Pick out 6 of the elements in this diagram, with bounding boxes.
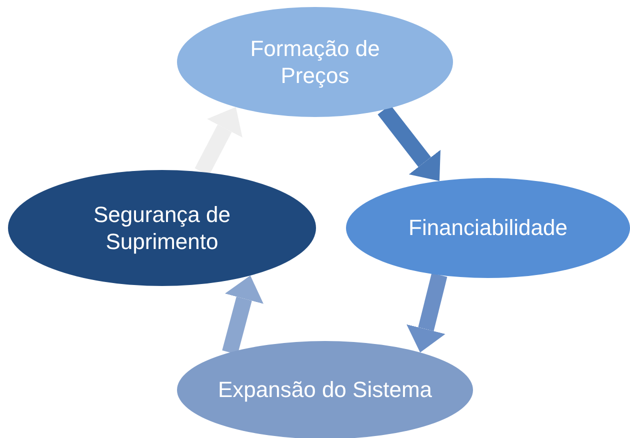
block-arrow <box>222 276 264 355</box>
node-label: Financiabilidade <box>408 214 568 242</box>
node-label: Segurança de Suprimento <box>92 200 232 256</box>
block-arrow <box>406 273 448 352</box>
node-label: Expansão do Sistema <box>218 376 432 404</box>
node-label: Formação de Preços <box>249 34 381 90</box>
